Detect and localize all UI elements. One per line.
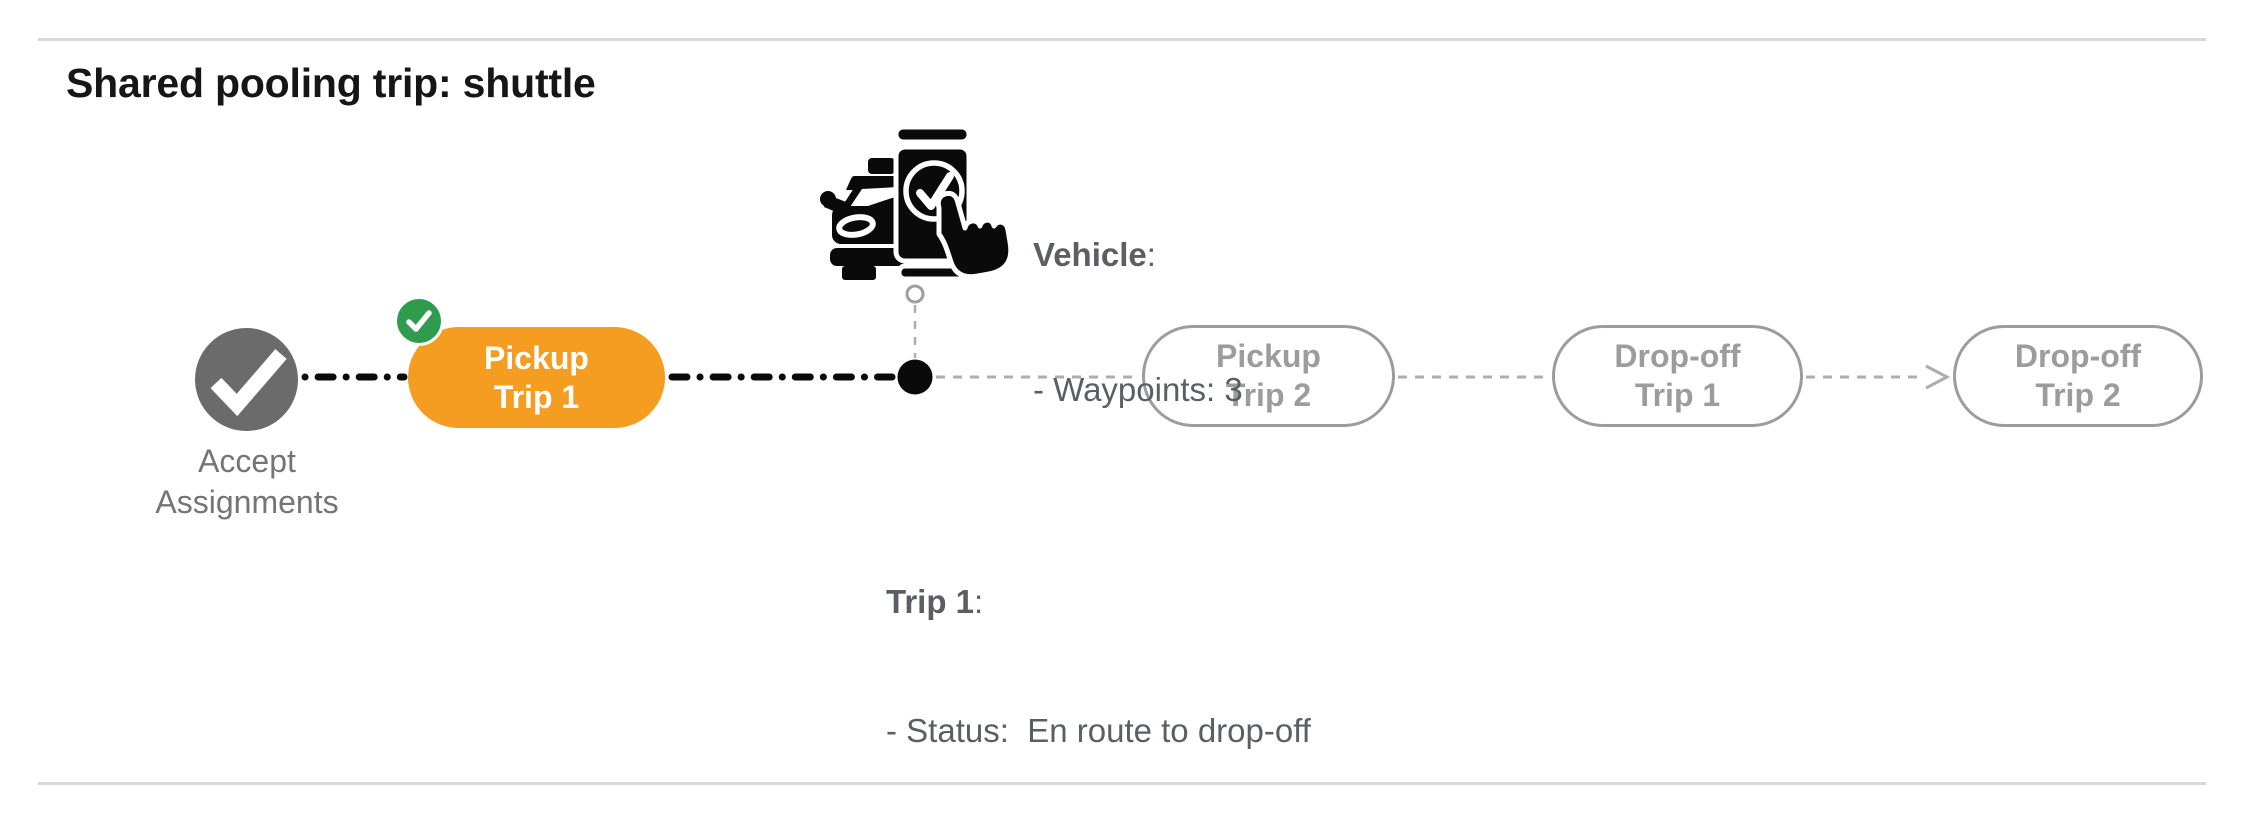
- node-label-line1: Drop-off: [1614, 338, 1741, 374]
- check-icon: [210, 349, 287, 417]
- bottom-divider: [38, 782, 2206, 785]
- node-label-line1: Pickup: [1216, 338, 1321, 374]
- car-phone-check-icon: [820, 124, 1014, 282]
- vehicle-info-waypoints: - Waypoints: 3: [1033, 371, 1243, 408]
- phone-check-icon: [903, 160, 965, 222]
- node-label-line1: Drop-off: [2014, 338, 2142, 374]
- timeline-node-dropoff-trip-1: Drop-off Trip 1: [1552, 325, 1803, 427]
- top-divider: [38, 38, 2206, 41]
- vehicle-position-dot: [897, 359, 933, 395]
- vehicle-stem-circle: [905, 284, 925, 304]
- tap-hand-icon: [935, 190, 1014, 280]
- page-title: Shared pooling trip: shuttle: [66, 60, 596, 106]
- vehicle-info: Vehicle: - Waypoints: 3: [1033, 142, 1243, 502]
- node-label-line2: Trip 1: [1634, 377, 1721, 413]
- accept-assignments-node: [195, 328, 298, 431]
- arrowhead-icon: [1925, 364, 1951, 390]
- node-label-line1: Pickup: [484, 339, 589, 376]
- trip-status-panel: Trip 1: - Status: En route to drop-off -…: [886, 494, 1311, 825]
- node-label-line2: Trip 2: [1225, 377, 1312, 413]
- node-label-line2: Trip 2: [2035, 377, 2121, 413]
- trip1-status-line: - Status: En route to drop-off: [886, 712, 1311, 749]
- accept-assignments-label-line2: Assignments: [155, 484, 339, 520]
- timeline-node-pickup-trip-2: Pickup Trip 2: [1142, 325, 1395, 427]
- timeline-node-dropoff-trip-2: Drop-off Trip 2: [1953, 325, 2203, 427]
- node-label-line2: Trip 1: [493, 378, 580, 415]
- accept-assignments-label: Accept Assignments: [107, 441, 387, 523]
- trip1-heading: Trip 1:: [886, 583, 984, 620]
- vehicle-info-heading: Vehicle:: [1033, 236, 1156, 273]
- timeline-node-pickup-trip-1: Pickup Trip 1: [408, 327, 665, 428]
- check-badge-icon: [406, 310, 432, 332]
- accept-assignments-label-line1: Accept: [198, 443, 296, 479]
- completed-badge: [394, 296, 444, 346]
